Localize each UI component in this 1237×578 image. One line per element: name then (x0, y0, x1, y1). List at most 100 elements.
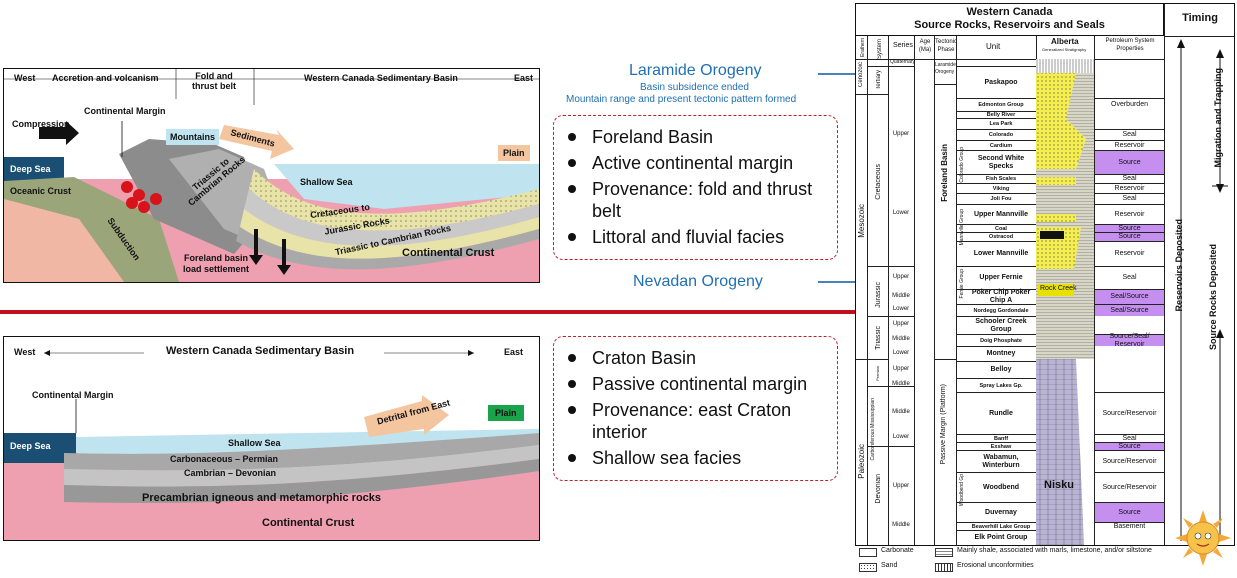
series-label: Upper (892, 483, 910, 489)
property-row-divider (1094, 224, 1164, 225)
table-title-line1: Western Canada (966, 6, 1053, 18)
legend-sand: Sand (881, 562, 898, 569)
compression-label: Compression (12, 119, 70, 129)
unit-row-divider (956, 266, 1036, 267)
petroleum-property: Reservoir (1114, 184, 1145, 192)
property-row-divider (1094, 150, 1164, 151)
bullet-foreland-basin: Foreland Basin (554, 126, 837, 148)
property-row-divider (1094, 140, 1164, 141)
bullet-shallow-sea: Shallow sea facies (554, 447, 837, 469)
laramide-title: Laramide Orogeny (629, 62, 762, 79)
bottom-header-west: West (14, 347, 36, 357)
unit-name: Joli Fou (990, 196, 1012, 202)
property-row-divider (1094, 98, 1164, 99)
system-triassic: Triassic (875, 326, 882, 350)
unit-row-divider (956, 334, 1036, 335)
series-label: Lower (892, 349, 910, 356)
alberta-lithology-column (1036, 59, 1094, 545)
petroleum-property: Seal/Source (1095, 290, 1164, 304)
bottom-continental-margin: Continental Margin (32, 390, 114, 400)
tectonic-laramide: Laramide Orogeny (935, 62, 956, 75)
unit-name: Viking (992, 185, 1010, 192)
unit-name: Belly River (986, 112, 1016, 118)
unit-name: Beaverhill Lake Group (971, 523, 1031, 530)
unit-row-divider (956, 434, 1036, 435)
bullet-passive-margin: Passive continental margin (554, 373, 837, 395)
property-row-divider (1094, 392, 1164, 393)
property-row-divider (1094, 204, 1164, 205)
unit-row-divider (956, 129, 1036, 130)
col-petroleum: Petroleum System Properties (1105, 38, 1155, 52)
property-row-divider (1094, 442, 1164, 443)
property-row-divider (1094, 129, 1164, 130)
foreland-cross-section: West Accretion and volcanism Fold and th… (3, 68, 540, 283)
unit-row-divider (956, 346, 1036, 347)
unit-row-divider (956, 378, 1036, 379)
property-row-divider (1094, 174, 1164, 175)
unit-row-divider (956, 316, 1036, 317)
table-title-line2: Source Rocks, Reservoirs and Seals (914, 19, 1105, 31)
property-row-divider (1094, 522, 1164, 523)
property-row-divider (1094, 304, 1164, 305)
legend-shale: Mainly shale, associated with marls, lim… (957, 547, 1152, 554)
petroleum-property: Seal/Source (1095, 305, 1164, 316)
petroleum-property: Seal (1122, 195, 1137, 202)
system-carboniferous: Carboniferous Mississippian (870, 398, 876, 461)
bottom-shallow-sea-label: Shallow Sea (228, 438, 281, 448)
unit-row-divider (956, 174, 1036, 175)
foreland-settlement-label: Foreland basin load settlement (182, 253, 249, 274)
unit-row-divider (956, 140, 1036, 141)
unit-name: Schooler Creek Group (975, 317, 1027, 333)
petroleum-property: Reservoir (1114, 210, 1145, 218)
header-east: East (514, 73, 534, 83)
petroleum-property: Seal (1122, 175, 1137, 182)
unit-row-divider (956, 502, 1036, 503)
unit-row-divider (956, 442, 1036, 443)
petroleum-property: Source (1095, 225, 1164, 232)
legend-unconformity-swatch (935, 563, 953, 572)
unit-name: Colorado (988, 132, 1014, 138)
plain-label: Plain (498, 145, 530, 161)
unit-name: Lea Park (989, 121, 1013, 127)
unit-name: Doig Phosphate (980, 337, 1022, 344)
property-row-divider (1094, 434, 1164, 435)
col-tectonic: Tectonic Phase (934, 39, 957, 53)
property-row-divider (1094, 232, 1164, 233)
legend-carbonate-swatch (859, 548, 877, 557)
col-alberta: Alberta (1051, 37, 1079, 46)
col-system: System (877, 39, 883, 60)
col-unit: Unit (986, 42, 1001, 51)
bottom-header-wcsb: Western Canada Sedimentary Basin (166, 345, 355, 357)
series-label: Upper (892, 130, 910, 137)
unit-row-divider (956, 304, 1036, 305)
unit-row-divider (956, 193, 1036, 194)
col-alberta-sub: Generalized Stratigraphy (1042, 47, 1087, 52)
petroleum-property: Reservoir (1114, 250, 1145, 257)
petroleum-property: Basement (1113, 522, 1146, 530)
unit-row-divider (956, 150, 1036, 151)
unit-name: Upper Mannville (973, 210, 1029, 218)
unit-name: Poker Chip Poker Chip A (971, 289, 1031, 304)
unit-name: Cardium (989, 142, 1013, 149)
legend-unconformities: Erosional unconformities (957, 562, 1034, 569)
unit-row-divider (956, 392, 1036, 393)
property-row-divider (1094, 472, 1164, 473)
bottom-deep-sea-label: Deep Sea (10, 441, 51, 451)
craton-bullet-box: Craton Basin Passive continental margin … (553, 336, 838, 481)
unit-name: Banff (993, 435, 1009, 442)
legend-carbonate: Carbonate (881, 547, 914, 554)
series-label: Middle (892, 381, 910, 387)
bottom-header-east: East (504, 347, 524, 357)
oceanic-crust-label: Oceanic Crust (10, 186, 72, 196)
petroleum-property: Source/Reservoir (1102, 483, 1157, 491)
bullet-active-margin: Active continental margin (554, 152, 837, 174)
header-wcsb: Western Canada Sedimentary Basin (304, 73, 458, 83)
bullet-littoral: Littoral and fluvial facies (554, 226, 837, 248)
unit-row-divider (956, 522, 1036, 523)
series-label: Upper (892, 273, 910, 280)
unit-row-divider (956, 232, 1036, 233)
header-west: West (14, 73, 36, 83)
sun-mascot-icon (1175, 510, 1231, 566)
unit-name: Upper Fernie (979, 274, 1023, 281)
nevadan-connector (818, 281, 856, 283)
